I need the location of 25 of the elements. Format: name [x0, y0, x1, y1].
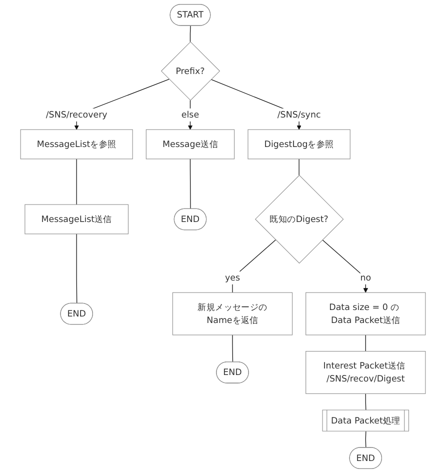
- edge-label: yes: [224, 272, 240, 283]
- connector: [232, 334, 234, 362]
- connector: [190, 26, 191, 42]
- connector: [365, 393, 366, 411]
- node-box: Data size = 0 の Data Packet送信: [306, 292, 426, 336]
- connector: [190, 158, 191, 210]
- connector: [365, 431, 366, 448]
- edge-label: /SNS/recovery: [46, 109, 108, 120]
- edge-label: no: [360, 272, 372, 283]
- node-box: DigestLogを参照: [248, 129, 350, 160]
- connector: [298, 158, 300, 176]
- node-box: 新規メッセージのNameを返信: [172, 292, 293, 336]
- node-diamond: Prefix?: [160, 41, 220, 101]
- node-box: Message送信: [146, 129, 235, 160]
- node-diamond: 既知のDigest?: [254, 174, 344, 264]
- arrow: [322, 240, 368, 293]
- node-box: MessageListを参照: [20, 129, 133, 160]
- connector: [365, 334, 366, 352]
- node-box: MessageList送信: [24, 204, 129, 234]
- node-box: Interest Packet送信 /SNS/recov/Digest: [306, 351, 426, 394]
- edge-label: else: [181, 109, 200, 120]
- connector: [232, 240, 276, 293]
- connector: [76, 234, 78, 304]
- connector: [76, 158, 77, 205]
- edge-label: /SNS/sync: [277, 109, 321, 120]
